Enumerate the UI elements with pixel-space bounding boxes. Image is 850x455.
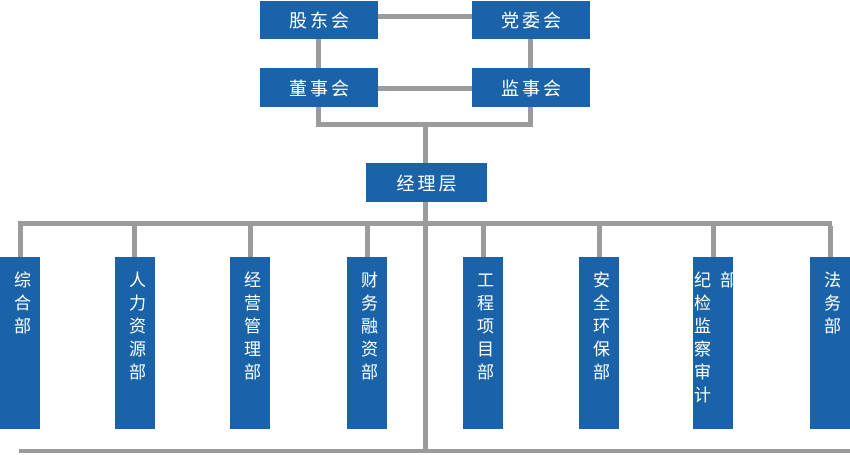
connector-board-supervisory — [378, 86, 472, 91]
connector-distribution-horizontal — [18, 221, 832, 226]
dept-operations-management: 经营管理部 — [230, 257, 270, 429]
node-label: 经理层 — [396, 173, 460, 195]
connector-bottom-horizontal — [19, 449, 850, 453]
dept-label: 工程项目部 — [473, 271, 493, 386]
connector-dept-stub-1 — [18, 226, 23, 257]
dept-finance-funding: 财务融资部 — [347, 257, 387, 429]
dept-label: 经营管理部 — [240, 271, 260, 386]
dept-legal: 法务部 — [810, 257, 850, 429]
dept-discipline-audit: 纪检监察审计部 — [690, 257, 736, 429]
dept-engineering-projects: 工程项目部 — [463, 257, 503, 429]
connector-dept-stub-5 — [481, 226, 486, 257]
node-management-level: 经理层 — [366, 163, 487, 202]
dept-label: 纪检监察审计部 — [690, 271, 736, 409]
connector-party-supervisory — [528, 38, 533, 68]
connector-bracket-to-management — [423, 122, 428, 163]
connector-supervisory-down-stub — [528, 106, 533, 127]
dept-label: 综合部 — [10, 271, 30, 340]
connector-shareholders-party — [378, 14, 472, 19]
node-label: 党委会 — [501, 11, 564, 32]
node-shareholders-meeting: 股东会 — [260, 1, 378, 39]
node-label: 董事会 — [289, 78, 352, 100]
node-label: 监事会 — [501, 78, 564, 100]
connector-dept-stub-7 — [711, 226, 716, 257]
connector-dept-stub-4 — [365, 226, 370, 257]
connector-dept-stub-2 — [132, 226, 137, 257]
dept-label: 法务部 — [820, 271, 840, 340]
connector-management-center-vertical — [423, 202, 428, 453]
connector-shareholders-board — [316, 38, 321, 68]
connector-board-down-stub — [316, 106, 321, 127]
node-label: 股东会 — [289, 11, 352, 32]
node-board-of-directors: 董事会 — [260, 68, 378, 107]
dept-label: 人力资源部 — [125, 271, 145, 386]
dept-label: 财务融资部 — [357, 271, 377, 386]
dept-safety-environment: 安全环保部 — [579, 257, 619, 429]
dept-general: 综合部 — [0, 257, 40, 429]
dept-label: 安全环保部 — [589, 271, 609, 386]
node-supervisory-board: 监事会 — [472, 68, 590, 107]
connector-dept-stub-3 — [248, 226, 253, 257]
connector-dept-stub-6 — [597, 226, 602, 257]
node-party-committee: 党委会 — [472, 1, 590, 39]
dept-human-resources: 人力资源部 — [115, 257, 155, 429]
connector-dept-stub-8 — [828, 226, 833, 257]
